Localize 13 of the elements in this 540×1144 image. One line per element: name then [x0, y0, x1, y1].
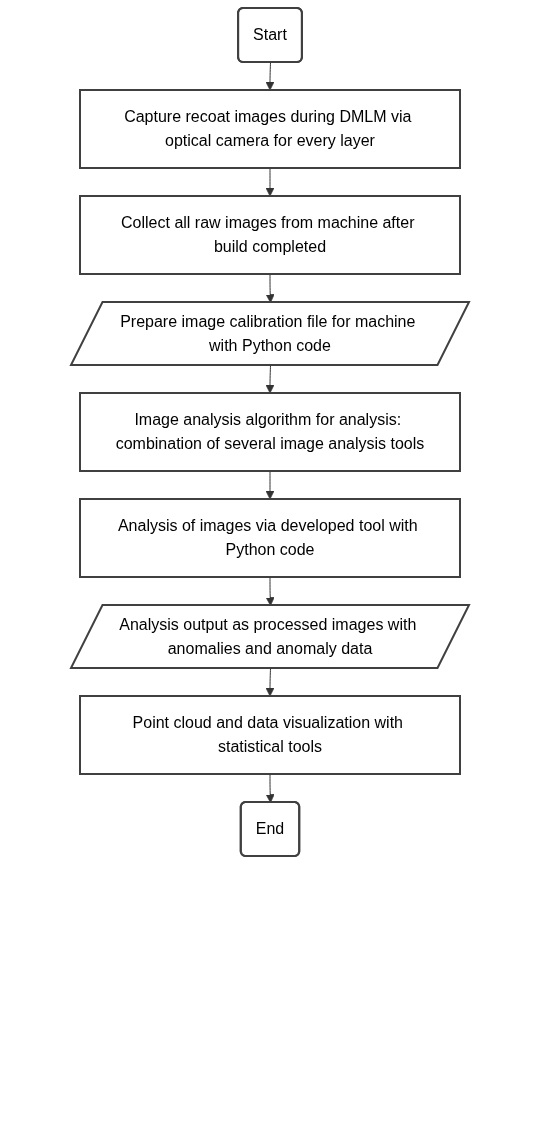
- arrow: [265, 668, 275, 697]
- node-box: Analysis of images via developed tool with Python code: [79, 498, 461, 578]
- node-box: Collect all raw images from machine after build completed: [79, 195, 461, 275]
- arrow: [265, 167, 275, 197]
- arrow: [265, 576, 275, 606]
- arrow: [265, 773, 275, 803]
- node-box: Point cloud and data visualization with statistical tools: [79, 695, 461, 775]
- arrow: [265, 365, 275, 394]
- node-box: Image analysis algorithm for analysis: combination of several image analysis tools: [79, 392, 461, 472]
- arrow: [265, 62, 275, 91]
- arrow: [265, 273, 275, 303]
- node-box: Capture recoat images during DMLM via optical camera for every layer: [79, 89, 461, 169]
- arrow: [265, 470, 275, 500]
